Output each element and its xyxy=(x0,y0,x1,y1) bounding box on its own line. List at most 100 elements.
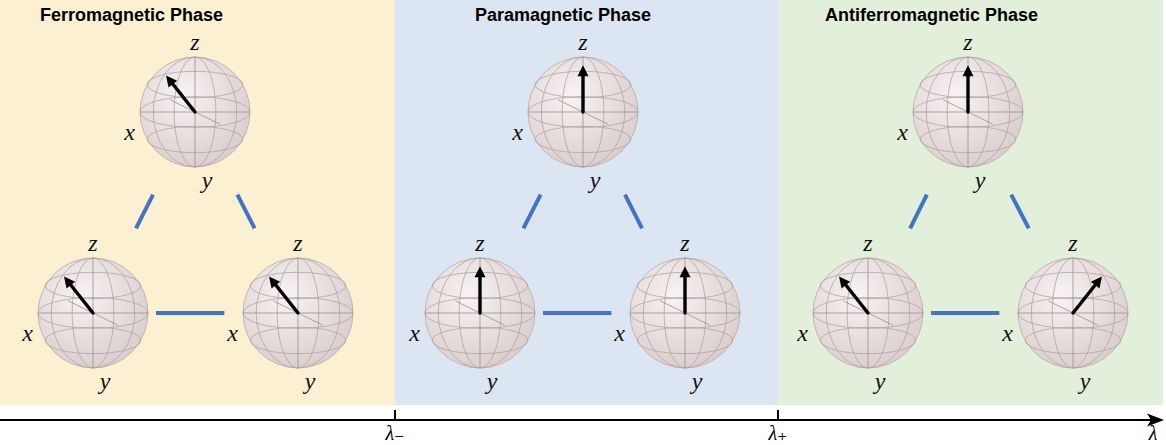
axis-label: x xyxy=(512,120,523,144)
bloch-sphere-node: zxy xyxy=(512,30,643,192)
bloch-sphere-art xyxy=(912,56,1024,168)
axis-label: z xyxy=(1068,231,1077,255)
parameter-axis xyxy=(0,419,1152,421)
spin-vector xyxy=(70,284,93,313)
axis-label: z xyxy=(88,231,97,255)
para-ground xyxy=(395,0,778,405)
coupling-line xyxy=(543,311,611,315)
sphere-body xyxy=(813,258,923,368)
bloch-sphere-art xyxy=(139,56,251,168)
axis-label: y xyxy=(975,168,986,192)
bloch-sphere-art xyxy=(629,257,741,369)
bloch-sphere xyxy=(425,258,535,368)
coupling-line xyxy=(910,195,927,229)
antiferro-ground xyxy=(778,0,1163,405)
bloch-sphere xyxy=(38,258,148,368)
coupling-line xyxy=(931,311,999,315)
coupling-line xyxy=(156,311,224,315)
axis-label: x xyxy=(1002,321,1013,345)
axis-label: z xyxy=(475,231,484,255)
axis-label: x xyxy=(797,321,808,345)
axis-label: y xyxy=(692,369,703,393)
sphere-body xyxy=(425,258,535,368)
bloch-sphere xyxy=(243,258,353,368)
bloch-sphere-node: z x y xyxy=(124,30,255,192)
bloch-sphere-node: z x y xyxy=(797,231,928,393)
bloch-sphere-node: z x y xyxy=(897,30,1028,192)
axis-tick xyxy=(394,410,396,420)
sphere-body xyxy=(528,57,638,167)
axis-label: z xyxy=(190,30,199,54)
phase-title: Ferromagnetic Phase xyxy=(40,5,223,27)
spin-arrowhead xyxy=(839,277,850,289)
phase-panel: Paramagnetic Phasezxyzxyzxy xyxy=(395,0,778,405)
sphere-body xyxy=(913,57,1023,167)
axis-label: z xyxy=(863,231,872,255)
spin-arrowhead xyxy=(166,76,177,88)
parameter-label: λ₋ xyxy=(385,423,404,443)
spin-arrowhead xyxy=(269,277,280,289)
axis-label: x xyxy=(227,321,238,345)
coupling-line xyxy=(523,195,540,229)
axis-label: y xyxy=(202,168,213,192)
bloch-sphere xyxy=(913,57,1023,167)
axis-label: x xyxy=(124,120,135,144)
axis-label: y xyxy=(875,369,886,393)
spin-vector xyxy=(966,74,969,112)
sphere-body xyxy=(38,258,148,368)
bloch-sphere-art xyxy=(242,257,354,369)
axis-label: z xyxy=(293,231,302,255)
spin-arrowhead xyxy=(680,266,691,277)
phase-title: Paramagnetic Phase xyxy=(475,5,651,27)
bloch-sphere-node: z x y xyxy=(409,231,540,393)
axis-label: y xyxy=(590,168,601,192)
spin-arrowhead xyxy=(64,277,75,289)
coupling-line xyxy=(237,195,254,229)
parameter-label: λ₊ xyxy=(768,423,787,443)
parameter-label: λ xyxy=(1149,423,1158,443)
axis-label: y xyxy=(487,369,498,393)
bloch-sphere xyxy=(1018,258,1128,368)
axis-label: x xyxy=(22,321,33,345)
bloch-sphere-art xyxy=(527,56,639,168)
bloch-sphere xyxy=(528,57,638,167)
bloch-sphere-art xyxy=(424,257,536,369)
bloch-sphere-art xyxy=(1017,257,1129,369)
axis-label: z xyxy=(680,231,689,255)
axis-label: y xyxy=(305,369,316,393)
spin-vector xyxy=(845,284,868,313)
phase-panel: Antiferromagnetic Phase z x y z x y z x y xyxy=(778,0,1163,405)
ferro-ground xyxy=(0,0,395,405)
bloch-sphere xyxy=(813,258,923,368)
bloch-sphere-node: z x y xyxy=(1002,231,1133,393)
spin-arrowhead xyxy=(475,266,486,277)
sphere-body xyxy=(630,258,740,368)
spin-arrowhead xyxy=(963,65,974,76)
axis-label: x xyxy=(409,321,420,345)
axis-label: y xyxy=(100,369,111,393)
phase-title: Antiferromagnetic Phase xyxy=(825,5,1038,27)
sphere-body xyxy=(1018,258,1128,368)
axis-label: x xyxy=(897,120,908,144)
spin-vector xyxy=(683,275,686,313)
axis-label: y xyxy=(1080,369,1091,393)
sphere-body xyxy=(140,57,250,167)
axis-tick xyxy=(777,410,779,420)
spin-vector xyxy=(275,284,298,313)
bloch-sphere xyxy=(140,57,250,167)
bloch-sphere-art xyxy=(812,257,924,369)
bloch-sphere-node: z x y xyxy=(614,231,745,393)
spin-arrowhead xyxy=(1091,277,1102,289)
coupling-line xyxy=(1011,195,1029,229)
bloch-sphere-node: z x y xyxy=(22,231,153,393)
spin-vector xyxy=(478,275,481,313)
spin-vector xyxy=(1073,284,1096,313)
bloch-sphere-node: z x y xyxy=(227,231,358,393)
sphere-body xyxy=(243,258,353,368)
phase-panel: Ferromagnetic Phase z x y z x y z x y xyxy=(0,0,395,405)
axis-label: x xyxy=(614,321,625,345)
axis-label: z xyxy=(963,30,972,54)
bloch-sphere xyxy=(630,258,740,368)
